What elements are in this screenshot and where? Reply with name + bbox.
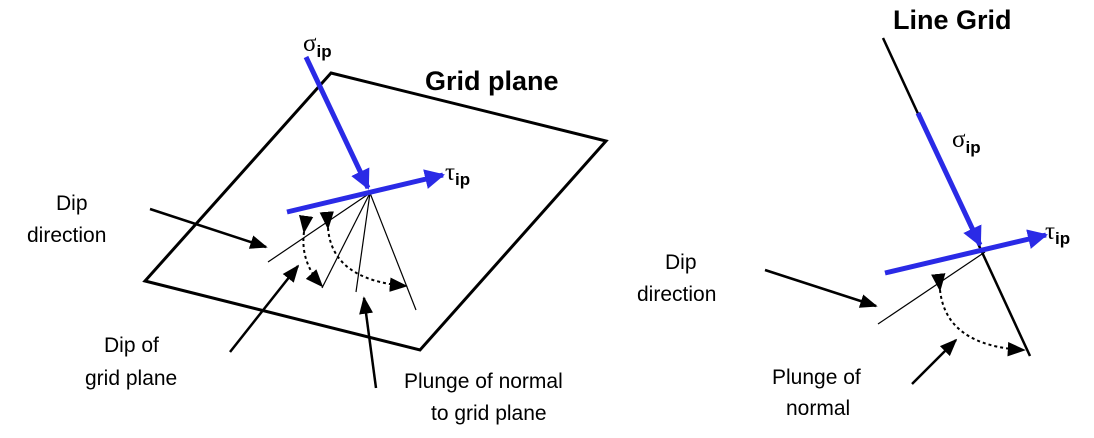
plunge-callout-right <box>911 338 958 385</box>
dip-direction-label-right-line2: direction <box>637 283 716 306</box>
plunge-angle-arc <box>319 211 408 292</box>
plunge-label-line1: Plunge of normal <box>404 370 563 393</box>
right-diagram: Line Grid σip τip Dip direction Plunge o… <box>637 5 1070 420</box>
grid-plane-parallelogram <box>142 71 609 352</box>
plunge-callout <box>359 296 378 389</box>
dip-grid-label-line2: grid plane <box>85 367 177 390</box>
dip-direction-label-line2: direction <box>27 224 106 247</box>
dip-direction-label-line1: Dip <box>56 192 88 215</box>
tau-vector-right <box>884 229 1048 276</box>
plunge-label-right-line2: normal <box>786 397 850 420</box>
tau-label-right: τip <box>1045 218 1070 248</box>
plunge-angle-arc-right <box>931 273 1026 357</box>
tau-label: τip <box>445 159 470 189</box>
plunge-label-right-line1: Plunge of <box>772 366 861 389</box>
left-diagram: Grid plane σip τip Dip direction Dip of … <box>27 30 609 425</box>
sigma-vector <box>303 55 371 190</box>
normal-projection-line <box>369 192 417 311</box>
dip-grid-callout <box>229 264 300 353</box>
dip-angle-arc <box>298 214 324 288</box>
dip-direction-callout <box>149 207 268 249</box>
dip-direction-callout-right <box>764 268 878 308</box>
sigma-label: σip <box>303 30 332 61</box>
sigma-vector-right <box>915 111 983 247</box>
tau-vector <box>286 169 445 215</box>
sigma-label-right: σip <box>952 126 981 157</box>
dip-grid-label-line1: Dip of <box>104 334 159 357</box>
plunge-label-line2: to grid plane <box>431 402 547 425</box>
dip-direction-label-right-line1: Dip <box>665 251 697 274</box>
grid-plane-title: Grid plane <box>425 66 559 96</box>
line-grid-title: Line Grid <box>893 5 1012 35</box>
